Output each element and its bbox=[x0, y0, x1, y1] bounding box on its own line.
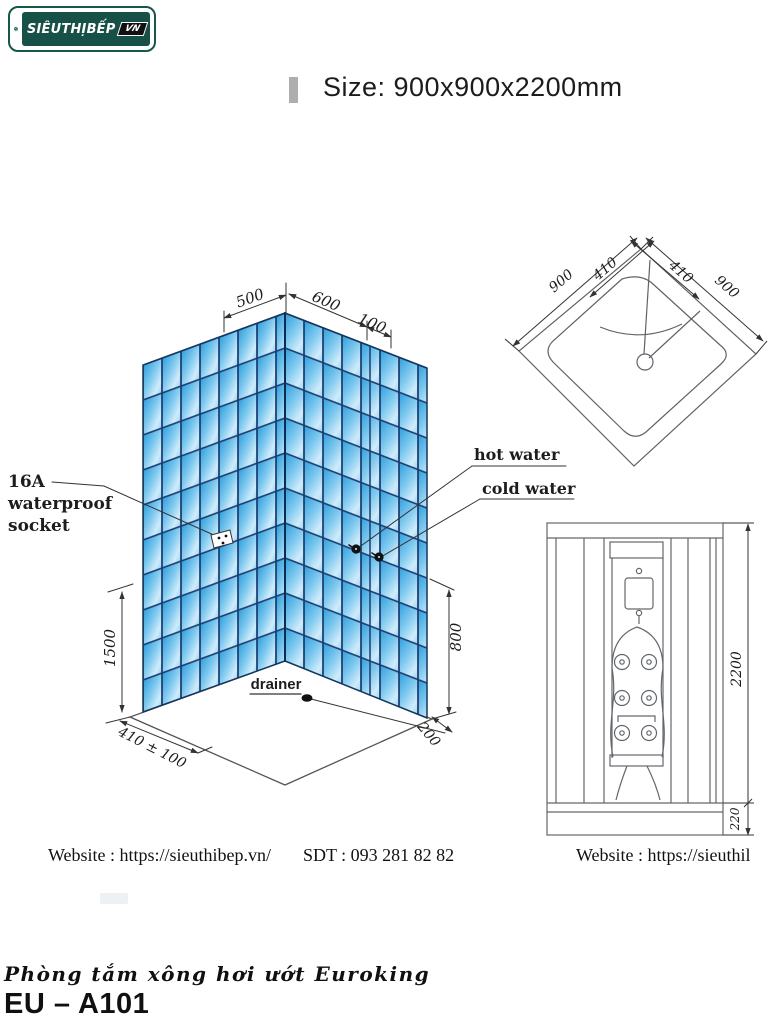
logo-wordmark: SIÊUTHỊBẾP VN bbox=[21, 12, 150, 46]
dim-900-right: 900 bbox=[711, 272, 742, 302]
control-panel bbox=[624, 577, 654, 610]
dim-410-left: 410 bbox=[589, 254, 620, 284]
socket-label-line3: socket bbox=[8, 516, 70, 536]
isometric-view: 500 600 100 1500 800 410 ± 100 200 16A w… bbox=[7, 282, 576, 786]
footer-website-right: Website : https://sieuthil bbox=[576, 845, 751, 865]
socket-label-line1: 16A bbox=[8, 472, 46, 492]
hot-water-label: hot water bbox=[474, 445, 560, 464]
dim-1500: 1500 bbox=[101, 628, 119, 667]
cold-water-label: cold water bbox=[482, 479, 576, 498]
dim-2200: 2200 bbox=[729, 651, 745, 688]
dim-500: 500 bbox=[233, 285, 266, 312]
cold-water-valve-icon bbox=[371, 552, 384, 562]
dim-900-left: 900 bbox=[546, 266, 577, 296]
dim-600: 600 bbox=[309, 287, 343, 315]
tray-outline-inner bbox=[547, 276, 727, 437]
socket-label-line2: waterproof bbox=[7, 494, 114, 514]
product-model: EU – A101 bbox=[4, 988, 150, 1020]
hot-water-leader bbox=[357, 465, 473, 549]
hot-water-valve-icon bbox=[348, 544, 361, 554]
massage-jets bbox=[613, 653, 658, 742]
product-name: Phòng tắm xông hơi ướt Euroking bbox=[4, 962, 431, 986]
cold-water-leader bbox=[380, 498, 481, 558]
page-title: Size: 900x900x2200mm bbox=[323, 72, 623, 102]
dim-800: 800 bbox=[447, 622, 465, 651]
top-view: 900 410 410 900 bbox=[504, 235, 768, 467]
tray-top-curve bbox=[599, 323, 683, 336]
cabin-outer-frame bbox=[546, 522, 724, 836]
massage-panel-outline bbox=[610, 626, 665, 758]
column-leg-left bbox=[615, 765, 628, 801]
iso-dimension-lines bbox=[105, 282, 457, 754]
logo-brand-text: SIÊUTHỊBẾP bbox=[26, 21, 116, 37]
dim-100: 100 bbox=[355, 309, 389, 337]
drainer-label: drainer bbox=[251, 676, 302, 693]
drain-dot bbox=[301, 694, 313, 702]
front-view: 2200 220 bbox=[546, 522, 754, 836]
sieuthibep-logo: SIÊUTHỊBẾP VN bbox=[8, 6, 156, 52]
waterproof-socket-icon bbox=[210, 529, 234, 549]
logo-hexagon-icon bbox=[14, 26, 18, 32]
footer-phone: SDT : 093 281 82 82 bbox=[303, 845, 455, 865]
title-accent-bar bbox=[289, 77, 298, 103]
footer-website-left: Website : https://sieuthibep.vn/ bbox=[48, 845, 272, 865]
drain-circle bbox=[636, 353, 654, 371]
scan-artifact bbox=[100, 893, 128, 904]
dim-220: 220 bbox=[728, 807, 742, 831]
socket-leader-line bbox=[51, 481, 217, 537]
shower-column bbox=[609, 541, 665, 801]
column-leg-right bbox=[646, 765, 661, 801]
right-tiled-wall bbox=[284, 311, 428, 720]
